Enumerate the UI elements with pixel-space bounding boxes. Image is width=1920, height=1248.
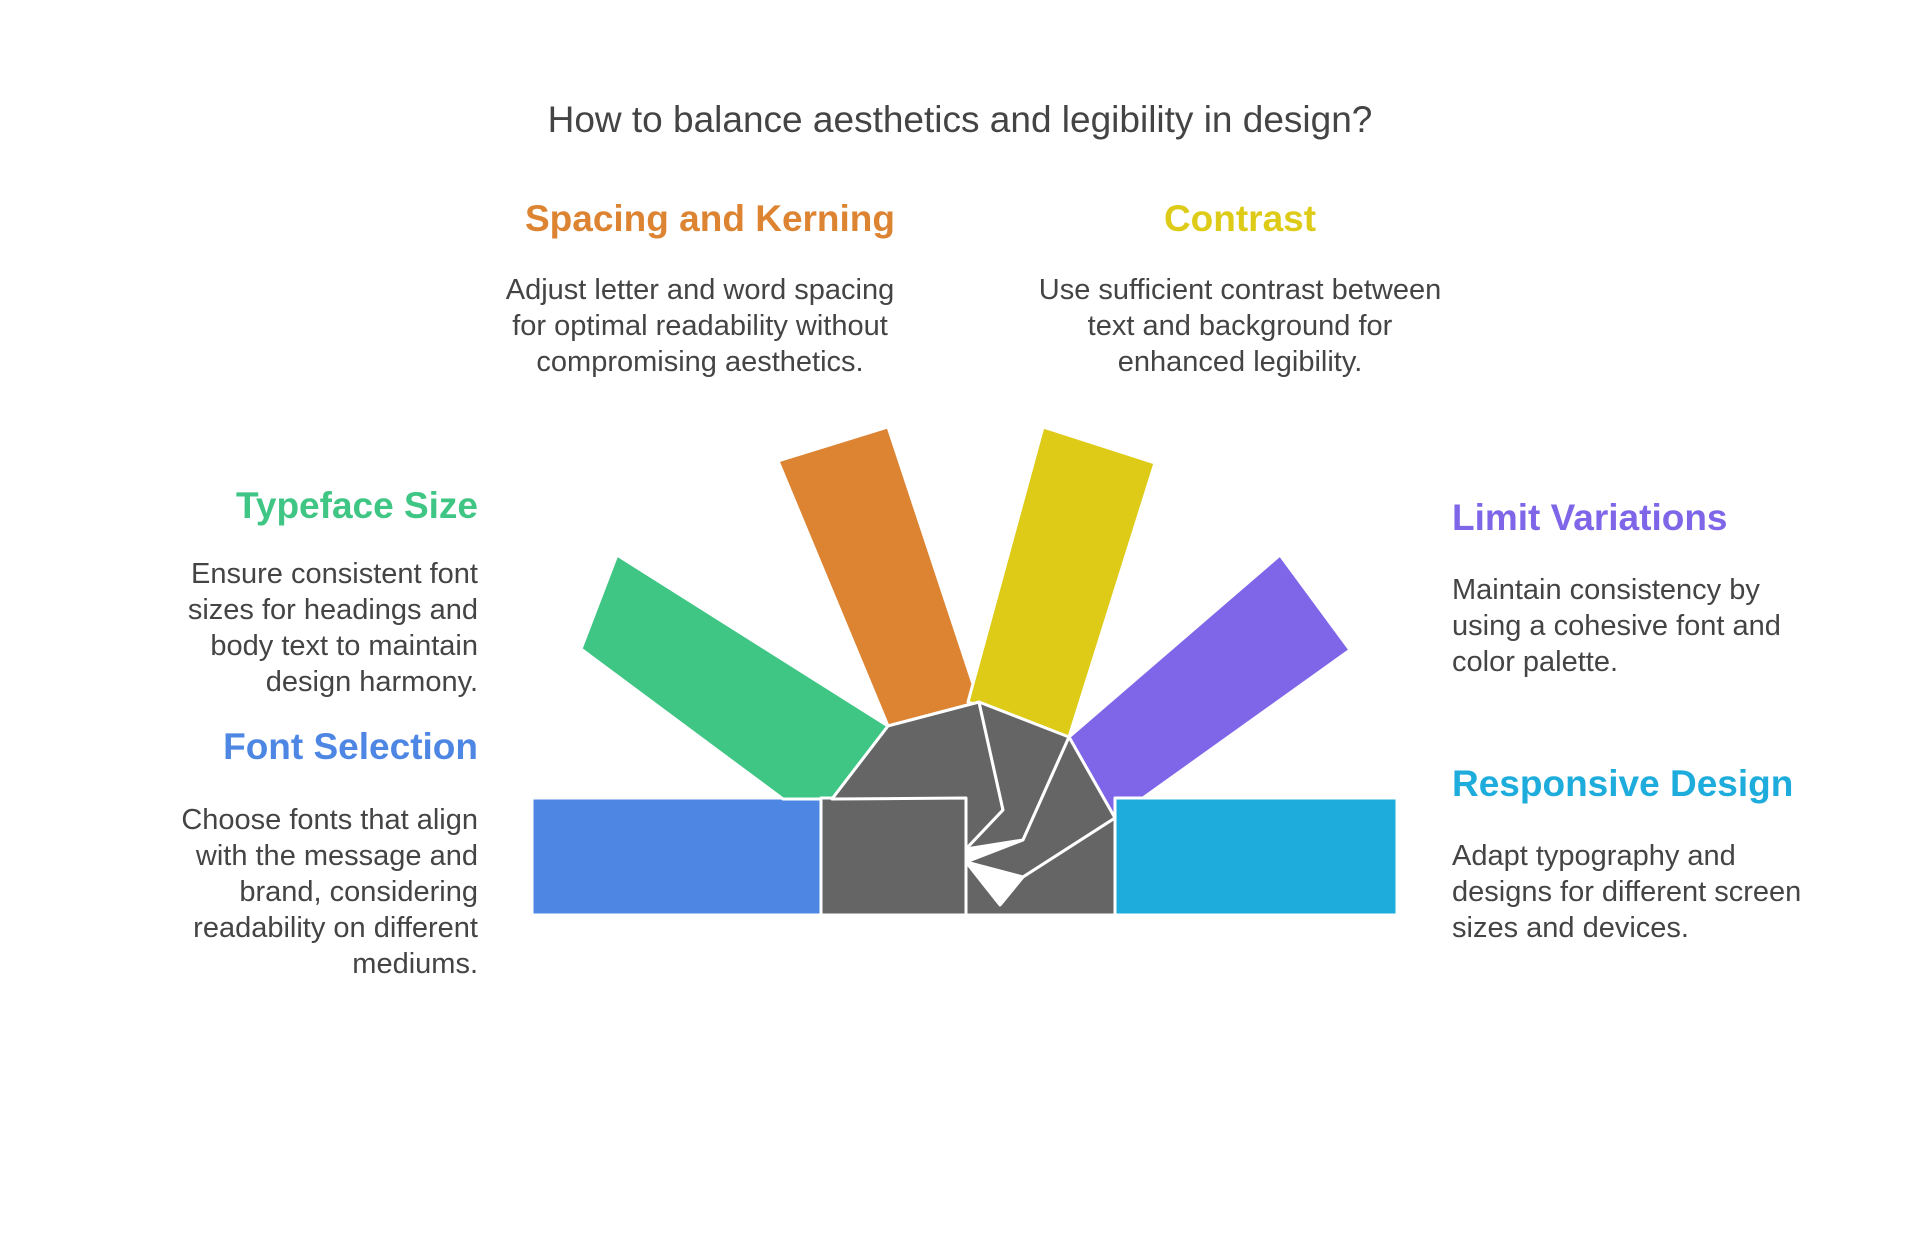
blade-responsive-design [1113,796,1399,917]
inner-segment-1 [819,796,968,917]
inner-segment-3 [964,700,1071,851]
heading-limit-variations: Limit Variations [1452,497,1728,538]
heading-typeface-size: Typeface Size [236,485,478,526]
blade-typeface-size [579,553,890,801]
inner-segment-5 [964,816,1117,917]
desc-limit-variations: Maintain consistency by using a cohesive… [1452,574,1781,678]
desc-contrast: Use sufficient contrast between text and… [1038,274,1442,378]
desc-typeface-size: Ensure consistent font sizes for heading… [187,558,478,698]
desc-spacing-and-kerning: Adjust letter and word spacing for optim… [505,274,895,378]
page-title: How to balance aesthetics and legibility… [547,99,1373,140]
blade-font-selection [530,796,823,917]
inner-segment-4 [964,735,1117,879]
heading-spacing-and-kerning: Spacing and Kerning [524,198,896,239]
heading-responsive-design: Responsive Design [1452,763,1794,804]
heading-font-selection: Font Selection [223,726,478,767]
desc-responsive-design: Adapt typography and designs for differe… [1452,840,1802,944]
heading-contrast: Contrast [1163,198,1317,239]
desc-font-selection: Choose fonts that align with the message… [181,804,478,980]
